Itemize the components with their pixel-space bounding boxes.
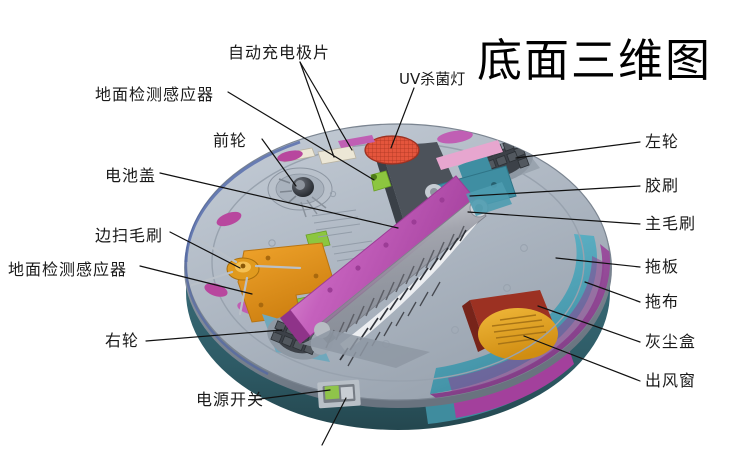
page-title: 底面三维图: [477, 34, 713, 87]
label-ground-detect-sensor-bottom: 地面检测感应器: [8, 260, 128, 279]
dust-box-assembly: [462, 290, 558, 360]
guide-rail-pink: [436, 140, 503, 170]
side-brush-assembly: [190, 236, 337, 323]
label-front-wheel: 前轮: [213, 131, 248, 150]
label-rubber-brush: 胶刷: [645, 176, 680, 195]
label-left-wheel: 左轮: [645, 132, 680, 151]
label-uv-lamp: UV杀菌灯: [399, 70, 466, 88]
housing-holes: [327, 197, 445, 293]
brush-compartment-lip: [302, 330, 430, 368]
label-right-wheel: 右轮: [105, 331, 140, 350]
rim-highlight-lower: [184, 261, 269, 376]
label-battery-cover: 电池盖: [105, 166, 157, 185]
label-side-brush: 边扫毛刷: [95, 226, 164, 245]
main-brush-housing: [280, 175, 477, 344]
leader-lines: [139, 61, 641, 446]
label-mop-plate: 拖板: [645, 257, 680, 276]
power-switch: [317, 379, 361, 409]
front-caster-wheel: [267, 167, 333, 218]
label-dust-box: 灰尘盒: [645, 332, 697, 351]
uv-lamp: [364, 135, 420, 165]
label-ground-detect-sensor-top: 地面检测感应器: [95, 85, 215, 104]
label-air-outlet: 出风窗: [645, 371, 697, 390]
label-auto-charge-contacts: 自动充电极片: [228, 43, 331, 62]
label-mop-cloth: 拖布: [645, 292, 680, 311]
air-outlet-slots: [491, 314, 547, 345]
mop-cloth-shade: [448, 256, 605, 392]
label-power-switch: 电源开关: [196, 390, 265, 409]
rim-highlight: [184, 140, 301, 263]
caster-spokes: [300, 196, 327, 218]
side-brush-bristles: [190, 236, 302, 316]
brush-end-bracket: [466, 182, 512, 216]
brush-vane: [340, 222, 478, 352]
label-main-brush: 主毛刷: [645, 214, 697, 233]
